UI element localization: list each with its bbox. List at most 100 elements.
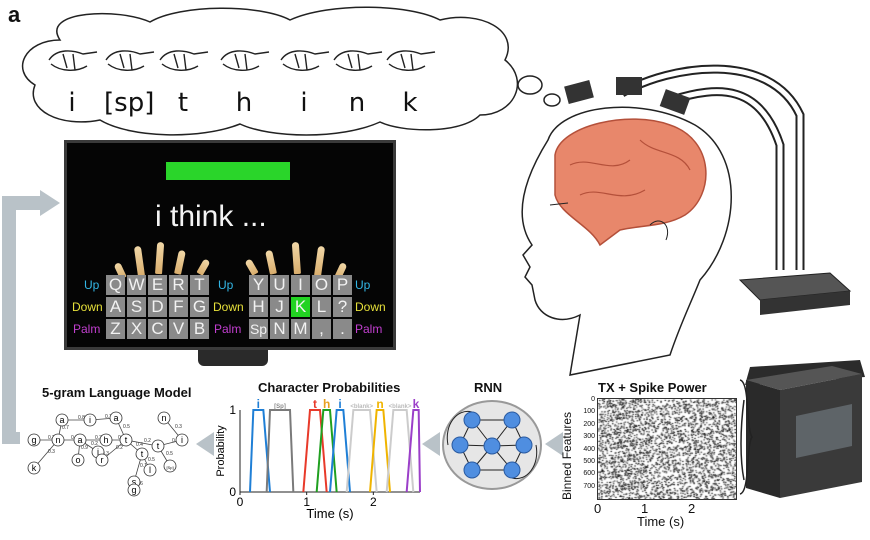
feedback-arrowhead	[40, 190, 60, 216]
spike-x-tick: 0	[594, 501, 602, 516]
char-label: i	[338, 397, 341, 411]
key-x: X	[127, 319, 146, 339]
char-label: k	[413, 397, 420, 411]
row-label: Up	[218, 278, 234, 292]
rnn-network	[446, 410, 538, 480]
prob-series-line	[329, 409, 351, 493]
spike-title: TX + Spike Power	[598, 380, 707, 395]
lm-node	[163, 459, 177, 473]
thought-letter: i	[68, 88, 76, 118]
lm-node	[55, 413, 69, 427]
arrow-to-rnn	[545, 432, 563, 456]
lm-edge-label: 0.7	[62, 425, 69, 431]
language-model-title: 5-gram Language Model	[42, 385, 192, 400]
lm-node-label: h	[103, 435, 108, 445]
key-g: G	[190, 297, 209, 317]
thought-letter: i	[300, 88, 308, 118]
char-prob-title: Character Probabilities	[258, 380, 401, 395]
key-h: H	[249, 297, 268, 317]
row-label: Up	[84, 278, 100, 292]
language-model-graph: 0.30.70.20.80.30.70.90.20.20.30.20.50.40…	[27, 411, 189, 497]
hand-sign-icon	[48, 50, 98, 71]
lm-node-label: a	[113, 413, 118, 423]
lm-node-label: a	[59, 415, 64, 425]
lm-edge-label: 0.3	[102, 451, 109, 457]
lm-node-label: g	[31, 435, 36, 445]
key-j: J	[270, 297, 289, 317]
lm-edge-label: 0.3	[48, 435, 55, 441]
lm-node	[135, 447, 149, 461]
char-label: <blank>	[389, 404, 412, 410]
lm-node-label: k	[32, 463, 37, 473]
lm-node-label: i	[181, 435, 183, 445]
lm-node	[143, 463, 157, 477]
key-k: K	[291, 297, 310, 317]
typed-text: i think ...	[155, 200, 267, 233]
rnn-node	[463, 461, 481, 479]
lm-edge-label: 0.2	[116, 445, 123, 451]
row-label: Down	[72, 300, 103, 314]
key-i: I	[291, 275, 310, 295]
computer-tower	[740, 366, 862, 498]
key-e: E	[148, 275, 167, 295]
lm-edge-label: 0.4	[136, 442, 143, 448]
lm-node	[127, 483, 141, 497]
lm-node-label: l	[149, 465, 151, 475]
lm-edge-label: 0.1	[140, 463, 147, 469]
arrow-to-char-prob	[422, 432, 440, 456]
arrow-to-language-model	[196, 432, 214, 456]
feedback-arrow-top	[2, 196, 42, 210]
lm-edge-label: 0.2	[172, 438, 179, 444]
row-label: Palm	[355, 322, 383, 336]
lm-edge-label: 0.2	[91, 441, 98, 447]
spike-y-tick: 700	[583, 482, 595, 490]
row-label: Down	[213, 300, 244, 314]
lm-node-label: t	[141, 449, 144, 459]
lm-node-label: n	[55, 435, 60, 445]
lm-node-label: g	[131, 485, 136, 495]
rnn-node	[515, 436, 533, 454]
key-u: U	[270, 275, 289, 295]
key-c: C	[148, 319, 167, 339]
lm-node	[83, 413, 97, 427]
spike-y-tick: 300	[583, 433, 595, 441]
panel-label: a	[8, 2, 21, 27]
thought-letter: n	[348, 88, 366, 118]
key-?: ?	[333, 297, 352, 317]
row-label: Up	[355, 278, 371, 292]
lm-node-label: t	[125, 435, 128, 445]
char-label: n	[376, 397, 383, 411]
hand-sign-icon	[220, 50, 270, 71]
lm-node-label: a	[77, 435, 82, 445]
thought-letter: t	[177, 88, 189, 118]
key-w: W	[127, 275, 146, 295]
rnn-recurrent-edge	[446, 410, 473, 446]
x-axis-label: Time (s)	[306, 506, 353, 521]
x-tick-label: 2	[370, 495, 377, 509]
spike-y-tick: 0	[591, 396, 595, 403]
lm-node	[157, 411, 171, 425]
feedback-arrow-bottom	[2, 432, 20, 444]
hand-sign-icon	[333, 50, 383, 71]
key-s: S	[127, 297, 146, 317]
lm-node-label: s	[132, 477, 137, 487]
spike-y-tick: 100	[583, 408, 595, 416]
lm-node	[109, 411, 123, 425]
rnn-node	[503, 461, 521, 479]
lm-edge-label: 0.2	[144, 438, 151, 444]
thought-letter: h	[235, 88, 253, 118]
lm-edge-label: 0.3	[175, 424, 182, 430]
lm-node	[73, 433, 87, 447]
spike-y-tick: 200	[583, 420, 595, 428]
lm-node	[175, 433, 189, 447]
char-label: [Sp]	[274, 404, 286, 410]
lm-edge-label: 0.3	[48, 449, 55, 455]
key-r: R	[169, 275, 188, 295]
hand-sign-icon	[159, 50, 209, 71]
char-label: t	[313, 397, 317, 411]
prob-series-line	[345, 409, 378, 493]
prob-series-line	[405, 409, 421, 493]
prob-series-line	[249, 409, 271, 493]
lm-node	[27, 433, 41, 447]
